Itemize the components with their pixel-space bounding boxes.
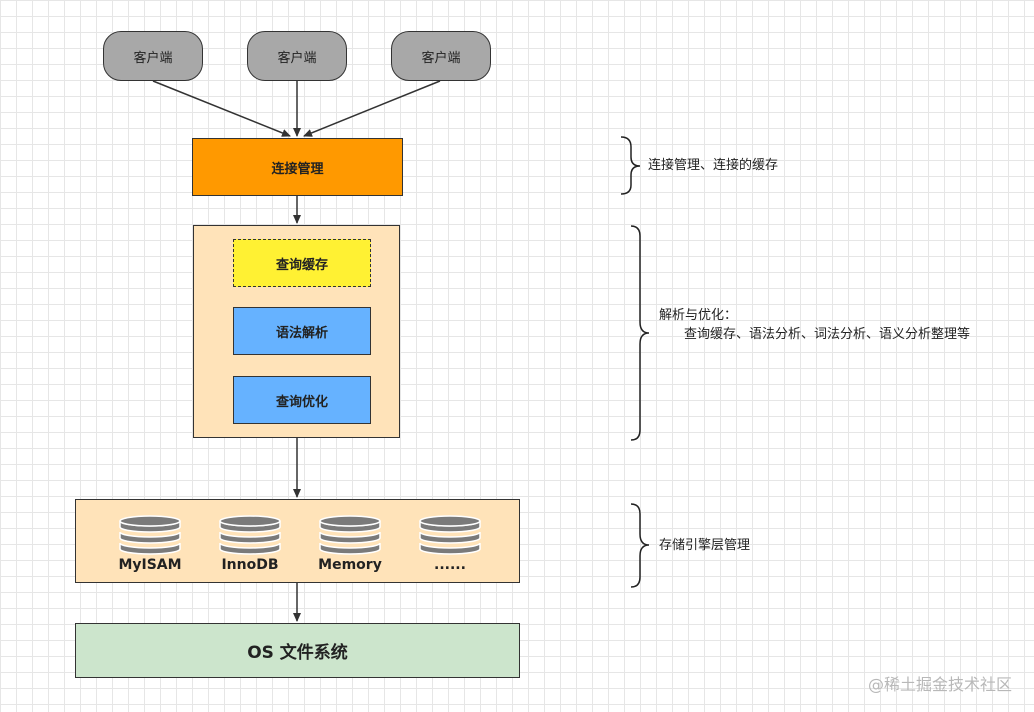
note-parse-detail: 查询缓存、语法分析、词法分析、语义分析整理等 [684,327,971,342]
arrow-client-3 [303,80,441,137]
engine-label: InnoDB [221,557,279,573]
brace-parse [630,225,650,441]
brace-connection [620,136,641,195]
engine-memory: Memory [300,515,400,573]
client-node-2: 客户端 [247,31,347,81]
watermark: @稀土掘金技术社区 [867,675,1012,694]
syntax-parse-box: 语法解析 [233,307,371,355]
note-connection: 连接管理、连接的缓存 [648,158,779,173]
client-node-3: 客户端 [391,31,491,81]
query-optimize-box: 查询优化 [233,376,371,424]
os-filesystem-box: OS 文件系统 [75,623,520,678]
engine-myisam: MyISAM [100,515,200,573]
engine-label: Memory [318,557,382,573]
note-parse-title: 解析与优化： [659,308,738,323]
database-icon [219,515,281,555]
engine-more: ...... [400,515,500,573]
brace-storage [630,503,650,588]
engine-label: ...... [434,557,466,573]
engine-label: MyISAM [118,557,182,573]
engine-innodb: InnoDB [200,515,300,573]
database-icon [419,515,481,555]
note-storage: 存储引擎层管理 [659,538,751,553]
arrow-client-1 [152,80,291,137]
query-cache-box: 查询缓存 [233,239,371,287]
connection-management-box: 连接管理 [192,138,403,196]
client-node-1: 客户端 [103,31,203,81]
database-icon [119,515,181,555]
database-icon [319,515,381,555]
